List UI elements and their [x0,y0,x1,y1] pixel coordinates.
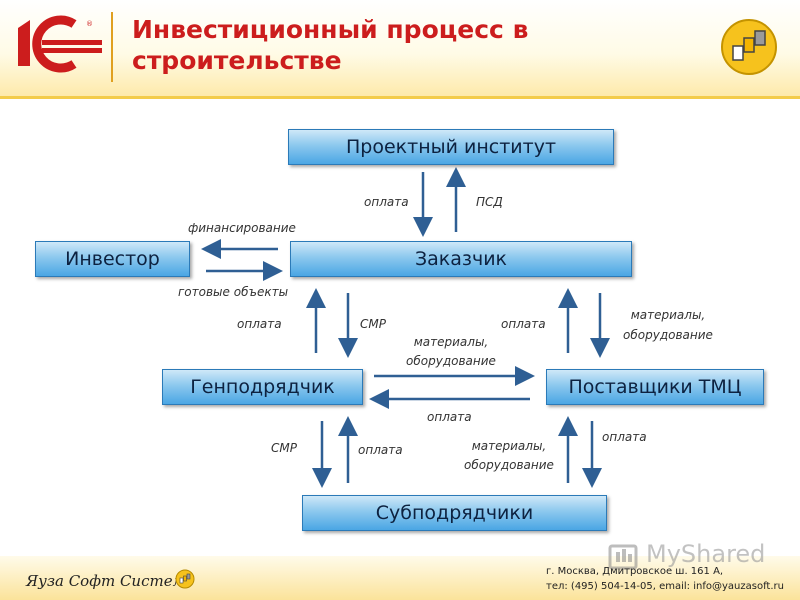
node-investor: Инвестор [35,241,190,277]
brand-logo-icon [175,569,195,589]
node-subcontractors: Субподрядчики [302,495,607,531]
header [0,0,800,98]
address-line-2: тел: (495) 504-14-05, email: info@yauzas… [546,581,784,592]
label-investor-objects: готовые объекты [178,285,289,299]
address-line-1: г. Москва, Дмитровское ш. 161 А, [546,566,724,577]
page-title: Инвестиционный процесс в строительстве [132,15,529,75]
label-institute-oplata: оплата [364,195,409,209]
1c-logo: ® [18,15,102,73]
label-gen-suppliers-materials: материалы, оборудование [406,335,496,368]
label-gen-smr: СМР [360,317,386,331]
label-sub-oplata: оплата [358,443,403,457]
svg-text:®: ® [86,20,93,28]
label-suppliers-oplata: оплата [501,317,546,331]
node-suppliers: Поставщики ТМЦ [546,369,764,405]
node-general-contractor: Генподрядчик [162,369,363,405]
watermark-icon [608,544,638,570]
label-investor-financing: финансирование [188,221,296,235]
label-institute-psd: ПСД [476,195,503,209]
footer-address: г. Москва, Дмитровское ш. 161 А, тел: (4… [546,564,784,594]
header-divider [0,96,800,99]
header-separator [111,12,113,82]
yauza-logo-icon [721,19,777,75]
label-sub-smr: СМР [271,441,297,455]
label-suppliers-materials: материалы, оборудование [623,308,713,342]
label-sub-materials: материалы, оборудование [464,439,554,472]
label-sub-oplata-2: оплата [602,430,647,444]
label-gen-suppliers-oplata: оплата [427,410,472,424]
node-project-institute: Проектный институт [288,129,614,165]
watermark-text: MyShared [646,540,766,568]
footer [0,556,800,600]
node-customer: Заказчик [290,241,632,277]
brand-name: Яуза Софт Системз [26,572,194,590]
label-gen-oplata: оплата [237,317,282,331]
